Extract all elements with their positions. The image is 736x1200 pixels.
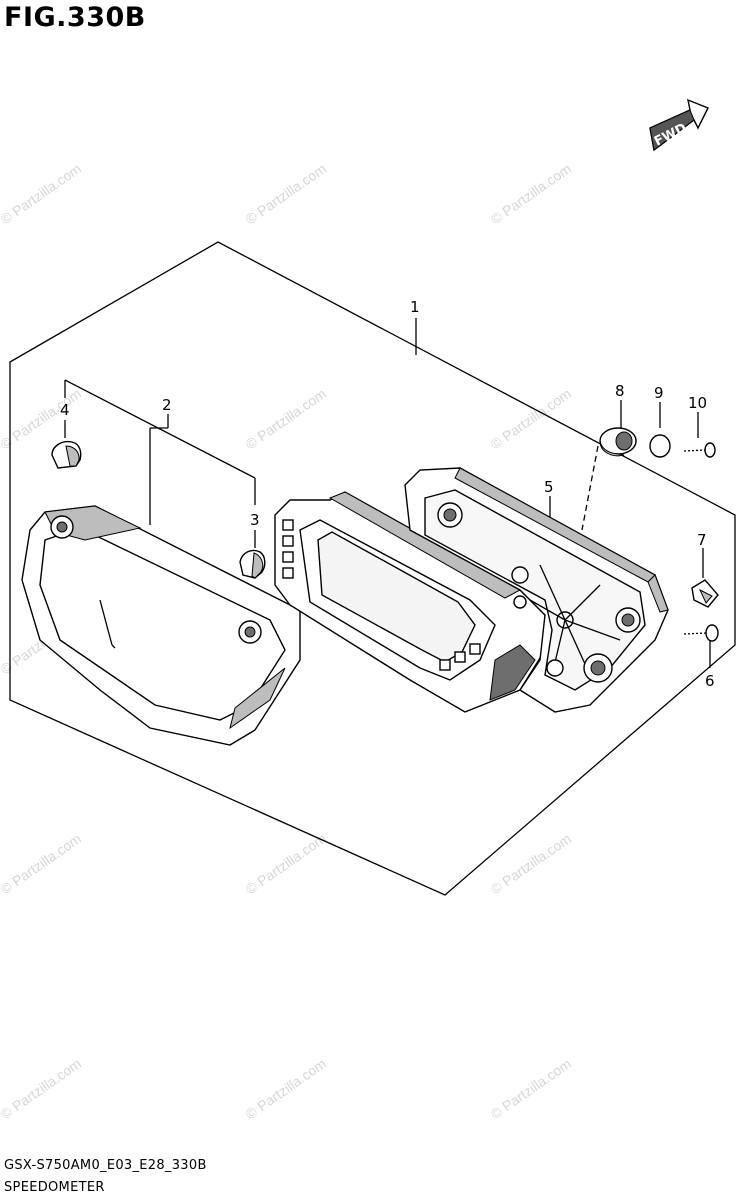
watermark: © Partzilla.com bbox=[243, 830, 329, 897]
callout-2: 2 bbox=[162, 396, 172, 414]
part-meter-case bbox=[404, 467, 669, 713]
figure-title: FIG.330B bbox=[4, 2, 146, 33]
part-meter-cover bbox=[21, 505, 301, 746]
callout-10: 10 bbox=[688, 394, 707, 412]
callout-7: 7 bbox=[697, 531, 707, 549]
callout-5: 5 bbox=[544, 478, 554, 496]
callout-1: 1 bbox=[410, 298, 420, 316]
watermark: © Partzilla.com bbox=[488, 1055, 574, 1122]
callout-4: 4 bbox=[60, 401, 70, 419]
watermark: © Partzilla.com bbox=[243, 160, 329, 227]
watermark: © Partzilla.com bbox=[0, 1055, 84, 1122]
watermark: © Partzilla.com bbox=[488, 160, 574, 227]
watermark: © Partzilla.com bbox=[243, 1055, 329, 1122]
callout-6: 6 bbox=[705, 672, 715, 690]
watermark: © Partzilla.com bbox=[488, 385, 574, 452]
part-washer bbox=[649, 434, 671, 458]
leader-lines bbox=[64, 318, 711, 668]
callout-8: 8 bbox=[615, 382, 625, 400]
part-nut bbox=[691, 579, 719, 608]
part-screw-6 bbox=[683, 624, 719, 642]
part-cap-4 bbox=[51, 440, 82, 469]
part-cap-3 bbox=[239, 549, 266, 579]
watermark: © Partzilla.com bbox=[0, 160, 84, 227]
lcd-buttons bbox=[282, 519, 481, 671]
callout-3: 3 bbox=[250, 511, 260, 529]
diagram-code: GSX-S750AM0_E03_E28_330B bbox=[4, 1158, 207, 1173]
part-grommet bbox=[599, 427, 637, 457]
watermark: © Partzilla.com bbox=[0, 830, 84, 897]
part-screw-10 bbox=[683, 442, 716, 458]
callout-9: 9 bbox=[654, 384, 664, 402]
part-meter-board bbox=[274, 491, 546, 713]
assembly-boundary bbox=[9, 241, 736, 896]
case-ribs bbox=[529, 564, 621, 676]
callout-labels: 1 2 3 4 5 6 7 8 9 10 bbox=[60, 298, 715, 690]
diagram-name: SPEEDOMETER bbox=[4, 1180, 105, 1195]
watermark: © Partzilla.com bbox=[488, 830, 574, 897]
forward-arrow-icon: FWD bbox=[649, 98, 709, 152]
watermark: © Partzilla.com bbox=[243, 385, 329, 452]
